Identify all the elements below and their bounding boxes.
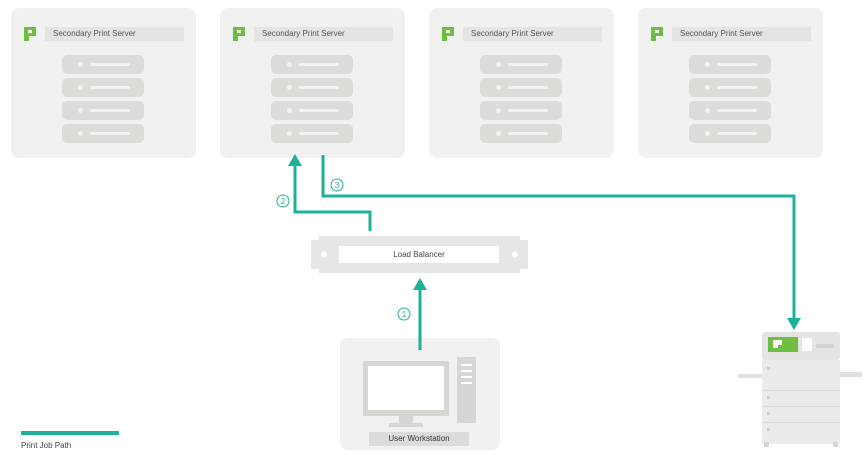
papercut-logo-icon (233, 27, 245, 41)
server-rack-icon (480, 55, 562, 147)
server-card-3: Secondary Print Server (429, 8, 614, 158)
user-workstation: User Workstation (340, 338, 500, 450)
papercut-logo-icon (24, 27, 36, 41)
server-title: Secondary Print Server (254, 27, 393, 41)
workstation-label: User Workstation (369, 432, 469, 446)
printer-icon (738, 332, 862, 447)
server-card-1: Secondary Print Server (11, 8, 196, 158)
server-title: Secondary Print Server (672, 27, 811, 41)
server-rack-icon (62, 55, 144, 147)
server-rack-icon (271, 55, 353, 147)
legend-label: Print Job Path (21, 441, 72, 450)
papercut-logo-icon (442, 27, 454, 41)
load-balancer: Load Balancer (311, 236, 528, 273)
legend-line (21, 431, 119, 435)
server-title: Secondary Print Server (45, 27, 184, 41)
server-card-2: Secondary Print Server (220, 8, 405, 158)
load-balancer-label: Load Balancer (339, 246, 499, 263)
computer-icon (363, 357, 476, 427)
arrow-balancer-to-server (293, 164, 372, 231)
arrow-server-to-printer (321, 155, 796, 320)
step-number-1: 1 (402, 310, 407, 319)
server-title: Secondary Print Server (463, 27, 602, 41)
server-rack-icon (689, 55, 771, 147)
step-number-3: 3 (335, 181, 340, 190)
server-card-4: Secondary Print Server (638, 8, 823, 158)
step-number-2: 2 (281, 197, 286, 206)
papercut-logo-icon (651, 27, 663, 41)
